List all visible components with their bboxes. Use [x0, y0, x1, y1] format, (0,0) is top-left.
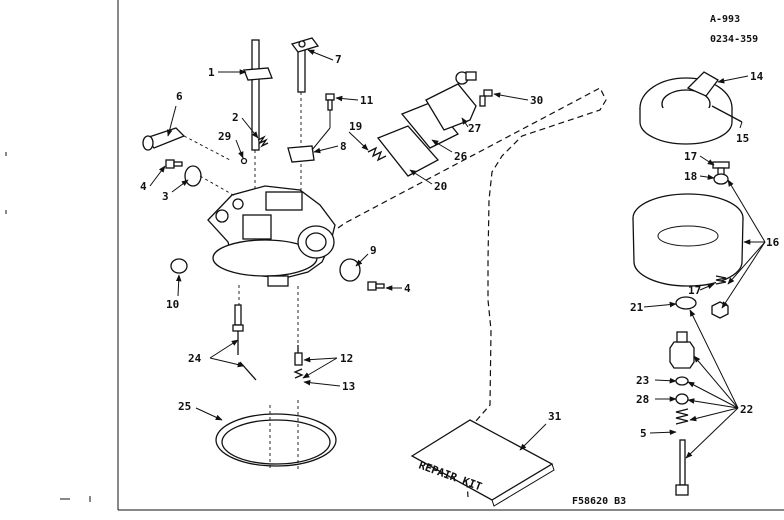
- drawing-code-2: 0234-359: [710, 34, 758, 45]
- needle-spring-5: [675, 408, 689, 425]
- leader-lines: [149, 49, 766, 459]
- callout-7: 7: [335, 53, 342, 66]
- choke-shaft: [290, 37, 320, 93]
- pump-diaphragm: [376, 125, 440, 177]
- float-bowl: [632, 193, 744, 287]
- choke-plate: [339, 258, 361, 282]
- screw-right: [367, 281, 385, 291]
- callout-25: 25: [178, 400, 191, 413]
- main-needle: [232, 304, 257, 381]
- callout-5: 5: [640, 427, 647, 440]
- callout-6: 6: [176, 90, 183, 103]
- main-jet: [669, 331, 695, 369]
- callout-4-left: 4: [140, 180, 147, 193]
- pump-spring: [367, 146, 387, 162]
- callout-24: 24: [188, 352, 202, 365]
- shaft-guide-line: [199, 175, 236, 197]
- callout-11: 11: [360, 94, 374, 107]
- idle-needle: [294, 345, 303, 366]
- callout-20: 20: [434, 180, 447, 193]
- callout-29: 29: [218, 130, 231, 143]
- callout-16: 16: [766, 236, 780, 249]
- carburetor-body: [207, 185, 336, 287]
- throttle-spring: [257, 135, 269, 148]
- choke-bracket: [287, 145, 315, 163]
- leader-line: [311, 127, 331, 151]
- float: [639, 71, 733, 145]
- callout-23: 23: [636, 374, 649, 387]
- callout-18: 18: [684, 170, 697, 183]
- callout-numbers: 1 2 3 4 4 5 6 7 8 9 10 11 12 13 14 15 16…: [140, 53, 780, 440]
- callout-9: 9: [370, 244, 377, 257]
- callout-4-right: 4: [404, 282, 411, 295]
- bowl-needle: [675, 439, 689, 496]
- float-pin: [711, 105, 743, 123]
- idle-spring: [293, 368, 304, 379]
- callout-3: 3: [162, 190, 169, 203]
- callout-21: 21: [630, 301, 644, 314]
- throttle-plate: [184, 165, 202, 187]
- spring-17: [715, 275, 727, 285]
- callout-1: 1: [208, 66, 215, 79]
- check-ball: [240, 157, 248, 165]
- callout-17-top: 17: [684, 150, 697, 163]
- washer-23: [675, 376, 689, 386]
- callout-19: 19: [349, 120, 362, 133]
- assembly-dashed-outline: [337, 87, 607, 498]
- throttle-plate-shaft: [142, 127, 186, 151]
- callout-26: 26: [454, 150, 468, 163]
- washer-21: [675, 296, 697, 310]
- callout-27: 27: [468, 122, 481, 135]
- figure-code: F58620 B3: [572, 496, 626, 507]
- pump-gasket: [400, 101, 460, 149]
- bowl-nut: [711, 301, 729, 319]
- callout-30: 30: [530, 94, 543, 107]
- repair-kit: REPAIR KIT: [410, 419, 555, 507]
- throttle-shaft: [243, 39, 273, 151]
- callout-28: 28: [636, 393, 649, 406]
- callout-2: 2: [232, 111, 239, 124]
- drawing-code-1: A-993: [710, 14, 740, 25]
- bowl-gasket-ring: [215, 413, 337, 467]
- callout-22: 22: [740, 403, 753, 416]
- pump-screw: [479, 89, 493, 107]
- callout-13: 13: [342, 380, 355, 393]
- screw-left: [165, 159, 183, 169]
- bowl-washer-top: [713, 173, 729, 185]
- callout-8: 8: [340, 140, 347, 153]
- callout-12: 12: [340, 352, 353, 365]
- callout-17-bottom: 17: [688, 284, 701, 297]
- callout-14: 14: [750, 70, 764, 83]
- shaft-guide-line: [183, 135, 231, 161]
- welch-plug: [170, 258, 188, 274]
- callout-10: 10: [166, 298, 179, 311]
- callout-15: 15: [736, 132, 749, 145]
- washer-28: [675, 393, 689, 405]
- callout-31: 31: [548, 410, 562, 423]
- choke-screw: [325, 93, 335, 111]
